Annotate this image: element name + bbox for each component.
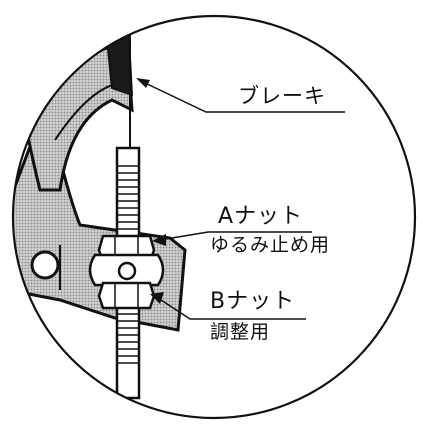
pivot-hole	[30, 250, 60, 280]
b-nut-leader	[157, 297, 306, 320]
brake-label: ブレーキ	[238, 84, 326, 108]
b-nut-purpose-label: 調整用	[210, 321, 271, 343]
a-nut-purpose-label: ゆるみ止め用	[210, 234, 331, 256]
b-nut	[97, 281, 156, 310]
b-nut-label: Bナット	[210, 289, 296, 314]
a-nut-arrowhead	[152, 234, 166, 246]
a-nut-label: Aナット	[218, 204, 304, 229]
detail-circle	[11, 14, 417, 420]
brake-arrowhead	[136, 78, 150, 88]
b-nut-arrowhead	[150, 292, 164, 304]
a-nut-leader	[159, 231, 312, 241]
brake-leader	[142, 81, 345, 113]
bracket-hole	[117, 261, 137, 281]
